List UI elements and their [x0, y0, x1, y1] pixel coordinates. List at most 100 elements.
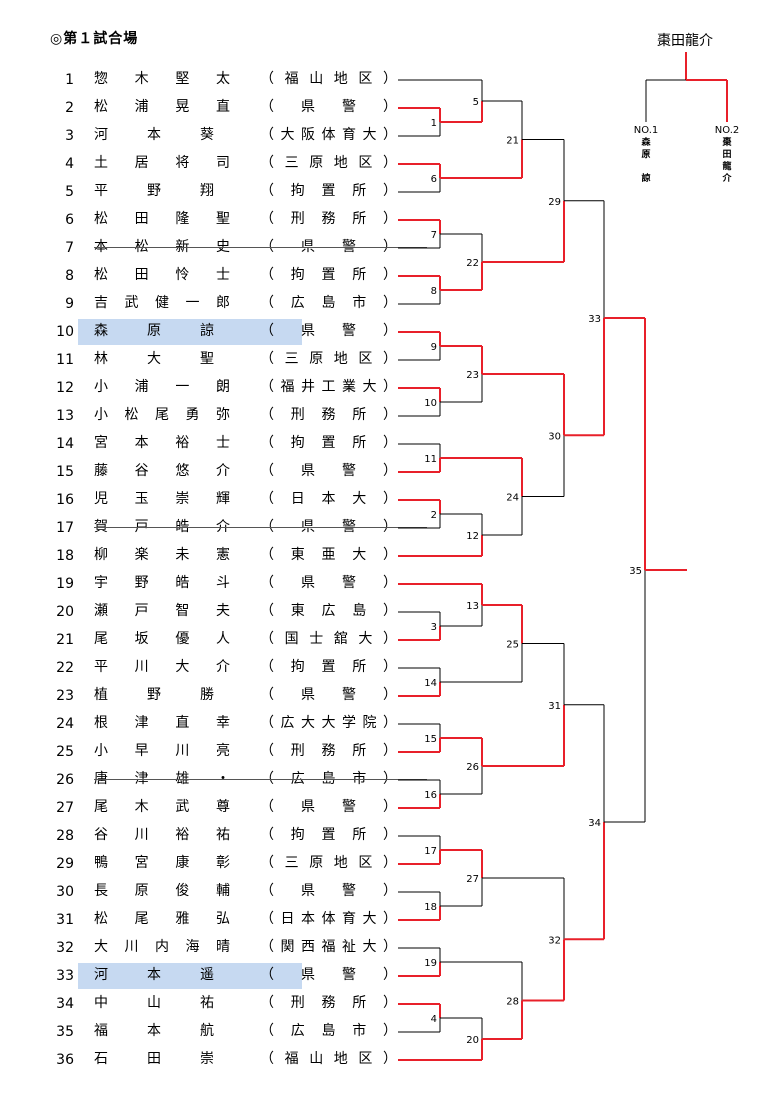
entry-affiliation: （関西福祉大） — [260, 939, 397, 955]
entry-affiliation: （福山地区） — [260, 1051, 397, 1067]
match-number-label: 35 — [629, 566, 642, 577]
entry-number: 31 — [56, 912, 74, 928]
entry-number: 28 — [56, 828, 74, 844]
entry-affiliation: （拘置所） — [260, 827, 397, 843]
match-number-label: 22 — [466, 258, 479, 269]
match-number-label: 17 — [424, 846, 437, 857]
match-number-label: 18 — [424, 902, 437, 913]
entry-name: 河本葵 — [94, 127, 214, 143]
match-number-label: 25 — [506, 640, 519, 651]
entry-affiliation: （県警） — [260, 967, 397, 983]
match-number-label: 14 — [424, 678, 437, 689]
entry-name: 河本遥 — [94, 967, 214, 983]
match-number-label: 7 — [431, 230, 437, 241]
entry-name: 長原俊輔 — [94, 883, 230, 899]
entry-row: 23 植野勝 （県警） — [50, 682, 397, 710]
entry-row: 19 宇野皓斗 （県警） — [50, 570, 397, 598]
entry-number: 34 — [56, 996, 74, 1012]
entry-name: 植野勝 — [94, 687, 214, 703]
entry-number: 6 — [65, 212, 74, 228]
match-number-label: 31 — [548, 701, 561, 712]
match-number-label: 33 — [588, 314, 601, 325]
entry-affiliation: （三原地区） — [260, 351, 397, 367]
entry-number: 3 — [65, 128, 74, 144]
entry-affiliation: （拘置所） — [260, 183, 397, 199]
entry-number: 4 — [65, 156, 74, 172]
entry-number: 8 — [65, 268, 74, 284]
entry-name: 谷川裕祐 — [94, 827, 230, 843]
match-number-label: 24 — [506, 493, 519, 504]
entry-affiliation: （刑務所） — [260, 211, 397, 227]
entry-affiliation: （刑務所） — [260, 743, 397, 759]
entry-affiliation: （県警） — [260, 687, 397, 703]
entry-affiliation: （県警） — [260, 463, 397, 479]
entry-number: 17 — [56, 520, 74, 536]
entry-number: 19 — [56, 576, 74, 592]
entry-number: 23 — [56, 688, 74, 704]
entry-number: 13 — [56, 408, 74, 424]
entry-affiliation: （拘置所） — [260, 435, 397, 451]
match-number-label: 13 — [466, 601, 479, 612]
match-number-label: 5 — [473, 97, 479, 108]
entry-affiliation: （福井工業大） — [260, 379, 397, 395]
entry-number: 15 — [56, 464, 74, 480]
entry-affiliation: （県警） — [260, 323, 397, 339]
entry-name: 柳楽未憲 — [94, 547, 230, 563]
entry-number: 29 — [56, 856, 74, 872]
match-number-label: 20 — [466, 1035, 479, 1046]
match-number-label: 3 — [431, 622, 437, 633]
match-number-label: 34 — [588, 818, 601, 829]
match-number-label: 11 — [424, 454, 437, 465]
entry-name: 石田崇 — [94, 1051, 214, 1067]
entry-name: 惣木堅太 — [94, 71, 230, 87]
entry-name: 瀬戸智夫 — [94, 603, 230, 619]
finalist-name: 森 原 諒 — [641, 138, 651, 184]
entry-affiliation: （刑務所） — [260, 995, 397, 1011]
entry-affiliation: （拘置所） — [260, 659, 397, 675]
entry-affiliation: （東亜大） — [260, 547, 397, 563]
match-number-label: 2 — [431, 510, 437, 521]
entry-row: 22 平川大介 （拘置所） — [50, 654, 397, 682]
entry-number: 22 — [56, 660, 74, 676]
entry-name: 林大聖 — [94, 351, 214, 367]
match-number-label: 8 — [431, 286, 437, 297]
match-number-label: 30 — [548, 431, 561, 442]
match-number-label: 6 — [431, 174, 437, 185]
withdrawn-strike — [94, 779, 427, 780]
entry-name: 小浦一朗 — [94, 379, 230, 395]
entry-name: 吉武健一郎 — [94, 295, 230, 311]
match-number-label: 19 — [424, 958, 437, 969]
entry-affiliation: （県警） — [260, 575, 397, 591]
entry-name: 松浦晃直 — [94, 99, 230, 115]
entry-name: 松尾雅弘 — [94, 911, 230, 927]
entry-number: 20 — [56, 604, 74, 620]
entry-number: 16 — [56, 492, 74, 508]
entry-number: 24 — [56, 716, 74, 732]
entry-name: 福本航 — [94, 1023, 214, 1039]
entry-name: 平川大介 — [94, 659, 230, 675]
match-number-label: 32 — [548, 935, 561, 946]
entry-number: 25 — [56, 744, 74, 760]
entry-affiliation: （福山地区） — [260, 71, 397, 87]
page-title: ◎第１試合場 — [50, 31, 139, 47]
entry-affiliation: （県警） — [260, 99, 397, 115]
entry-affiliation: （東広島） — [260, 603, 397, 619]
entry-name: 宇野皓斗 — [94, 575, 230, 591]
